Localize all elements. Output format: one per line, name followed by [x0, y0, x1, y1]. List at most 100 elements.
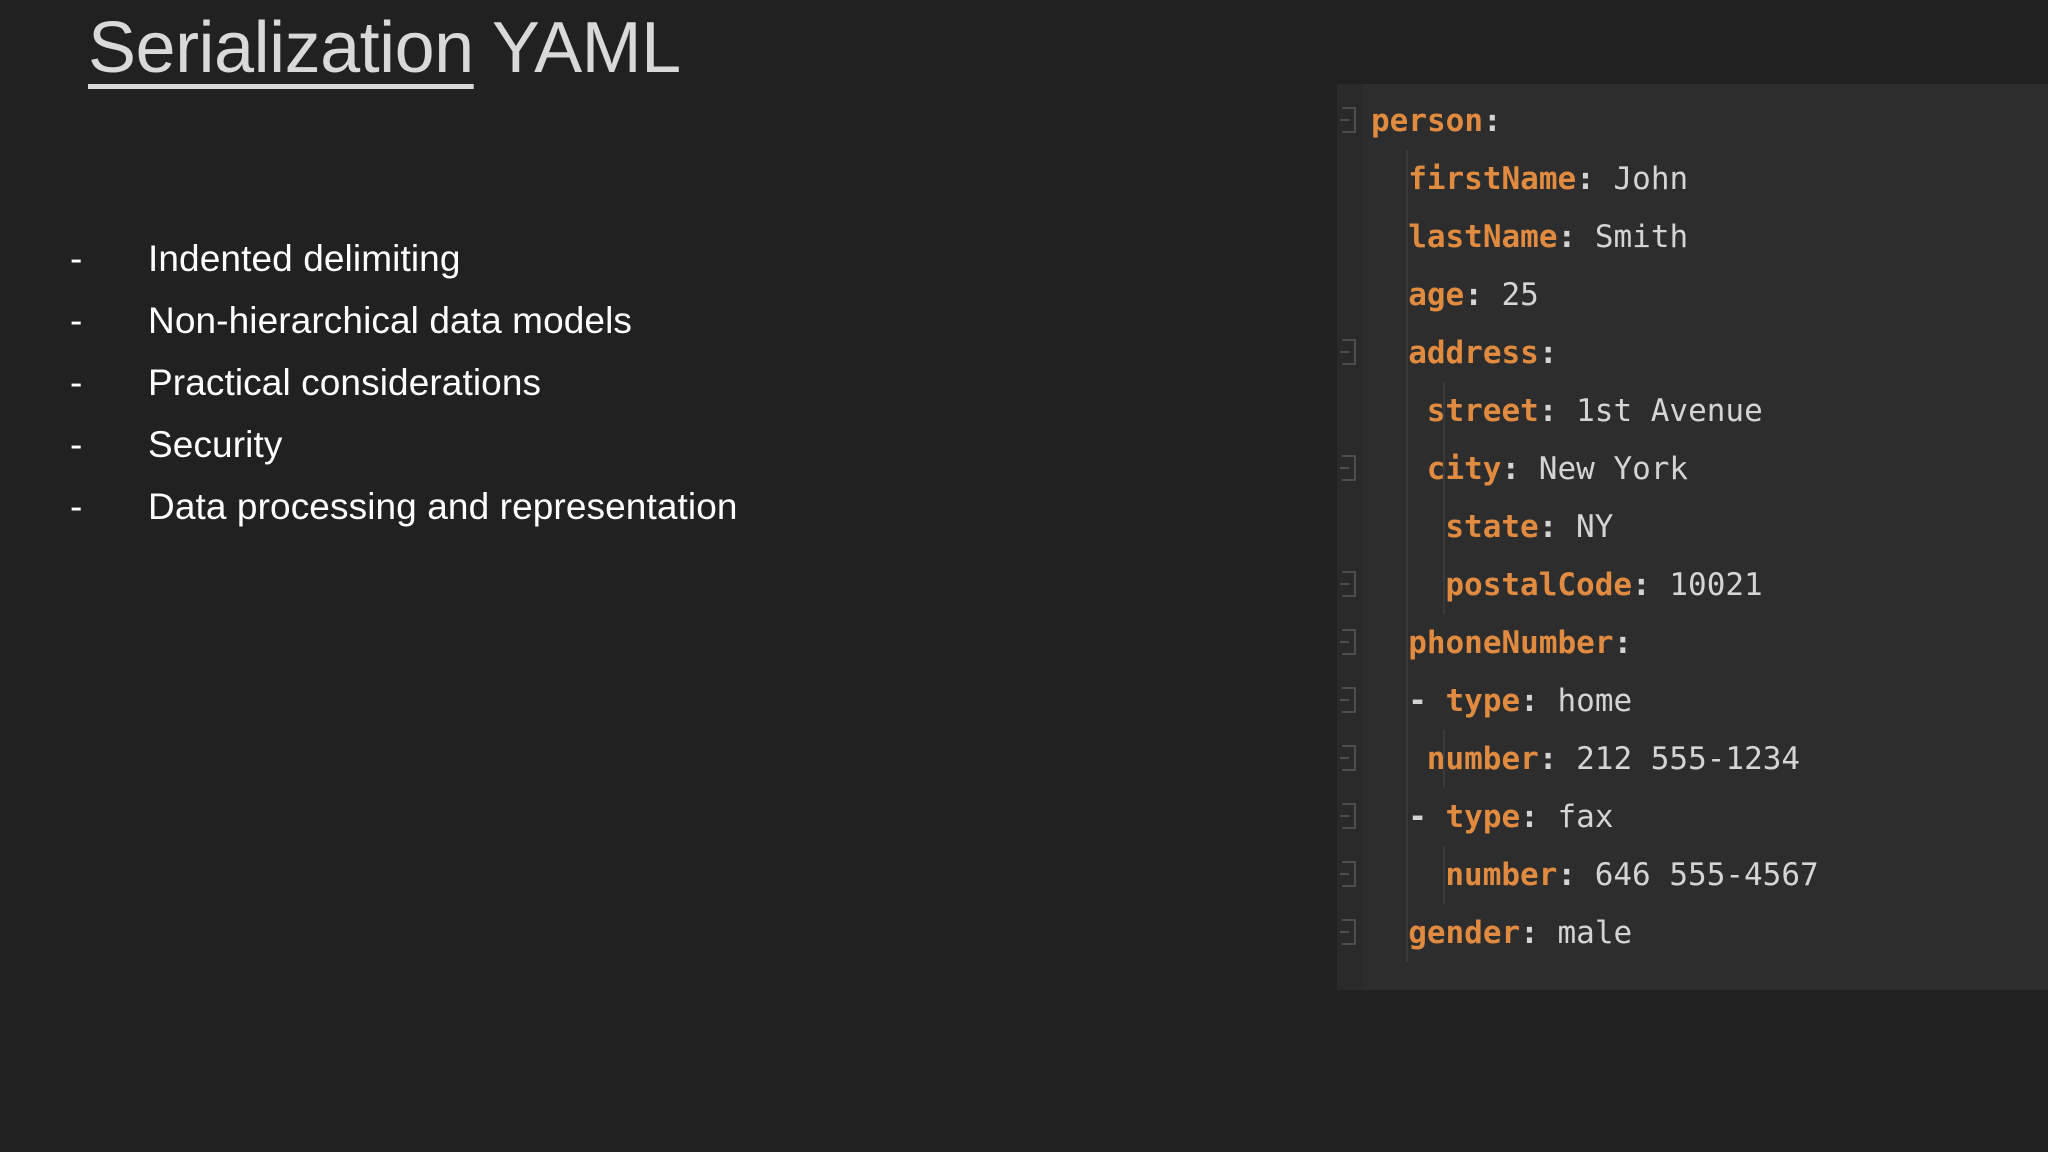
code-colon: : [1613, 625, 1633, 661]
code-line: - type: fax [1337, 788, 2048, 846]
code-key: number [1426, 741, 1539, 777]
code-fold-marker-icon[interactable] [1340, 571, 1356, 597]
code-fold-marker-icon[interactable] [1340, 803, 1356, 829]
code-colon: : [1538, 335, 1558, 371]
bullet-marker-icon: - [70, 300, 83, 341]
code-indent-guide [1406, 324, 1409, 382]
code-fold-marker-icon[interactable] [1340, 861, 1356, 887]
code-line: gender: male [1337, 904, 2048, 962]
code-indent-guide [1406, 150, 1409, 208]
code-colon: : [1464, 277, 1483, 313]
bullet-marker-icon: - [70, 486, 83, 527]
bullet-item-label: Indented delimiting [148, 238, 461, 279]
code-fold-marker-icon[interactable] [1340, 339, 1356, 365]
code-colon: : [1538, 509, 1558, 545]
code-key: age [1408, 277, 1465, 313]
code-indent-guide [1406, 730, 1409, 788]
code-key: phoneNumber [1408, 625, 1614, 661]
code-indent-guide [1406, 904, 1409, 962]
bullet-item: -Practical considerations [70, 364, 970, 426]
code-line: phoneNumber: [1337, 614, 2048, 672]
code-key: gender [1408, 915, 1521, 951]
code-colon: : [1520, 799, 1539, 835]
code-gutter [1337, 84, 1363, 990]
code-key: lastName [1408, 219, 1558, 255]
bullet-marker-icon: - [70, 362, 83, 403]
code-colon: : [1557, 219, 1577, 255]
code-sequence-dash: - [1408, 683, 1446, 719]
code-fold-marker-icon[interactable] [1340, 745, 1356, 771]
code-indent-guide [1406, 382, 1409, 440]
code-indent-guide [1443, 498, 1446, 556]
code-value: fax [1538, 799, 1614, 835]
code-indent-guide [1406, 788, 1409, 846]
code-value: New York [1520, 451, 1689, 487]
code-indent-guide [1443, 846, 1446, 904]
code-indent-guide [1406, 556, 1409, 614]
code-indent-guide [1443, 440, 1446, 498]
code-sequence-dash: - [1408, 799, 1446, 835]
bullet-item-label: Data processing and representation [148, 486, 738, 527]
code-line: - type: home [1337, 672, 2048, 730]
bullet-item-label: Non-hierarchical data models [148, 300, 633, 341]
code-colon: : [1520, 683, 1539, 719]
code-indent-guide [1406, 846, 1409, 904]
bullet-marker-icon: - [70, 238, 83, 279]
code-key: firstName [1408, 161, 1577, 197]
code-indent-guide [1406, 672, 1409, 730]
bullet-item: - Non-hierarchical data models [70, 302, 970, 364]
code-fold-marker-icon[interactable] [1340, 455, 1356, 481]
code-fold-marker-icon[interactable] [1340, 107, 1356, 133]
code-line: lastName: Smith [1337, 208, 2048, 266]
code-indent-guide [1406, 614, 1409, 672]
code-key: type [1445, 799, 1521, 835]
code-line: street: 1st Avenue [1337, 382, 2048, 440]
bullet-item: - Security [70, 426, 970, 488]
bullet-list: - Indented delimiting - Non-hierarchical da… [70, 240, 970, 550]
code-key: number [1445, 857, 1558, 893]
page-title-plain-part: YAML [473, 8, 681, 88]
code-indent-guide [1443, 730, 1446, 788]
code-fold-marker-icon[interactable] [1340, 687, 1356, 713]
code-value: 646 555-4567 [1576, 857, 1819, 893]
code-value: 10021 [1650, 567, 1763, 603]
code-indent-guide [1443, 556, 1446, 614]
code-fold-marker-icon[interactable] [1340, 629, 1356, 655]
code-colon: : [1501, 451, 1521, 487]
code-key: person [1371, 103, 1483, 139]
code-line: number: 212 555-1234 [1337, 730, 2048, 788]
page-title-underlined-part: Serialization [88, 8, 474, 88]
page-title: Serialization YAML [88, 8, 681, 89]
code-key: postalCode [1445, 567, 1633, 603]
code-line: firstName: John [1337, 150, 2048, 208]
bullet-item: - Indented delimiting [70, 240, 970, 302]
code-colon: : [1557, 857, 1577, 893]
code-value: home [1538, 683, 1633, 719]
code-line: address: [1337, 324, 2048, 382]
code-line: city: New York [1337, 440, 2048, 498]
code-colon: : [1538, 741, 1558, 777]
code-colon: : [1538, 393, 1558, 429]
code-line: number: 646 555-4567 [1337, 846, 2048, 904]
code-line: age: 25 [1337, 266, 2048, 324]
bullet-marker-icon: - [70, 424, 83, 465]
code-fold-marker-icon[interactable] [1340, 919, 1356, 945]
code-colon: : [1576, 161, 1595, 197]
code-line: postalCode: 10021 [1337, 556, 2048, 614]
code-value: John [1594, 161, 1689, 197]
code-value: male [1538, 915, 1633, 951]
code-colon: : [1482, 103, 1502, 139]
code-key: state [1445, 509, 1539, 545]
code-value: 25 [1482, 277, 1539, 313]
code-line: person: [1337, 92, 2048, 150]
code-value: Smith [1576, 219, 1689, 255]
code-key: type [1445, 683, 1521, 719]
bullet-item-label: Security [148, 424, 283, 465]
code-value: 212 555-1234 [1557, 741, 1801, 777]
code-value: NY [1557, 509, 1614, 545]
code-key: city [1426, 451, 1502, 487]
bullet-item: - Data processing and representation [70, 488, 970, 550]
